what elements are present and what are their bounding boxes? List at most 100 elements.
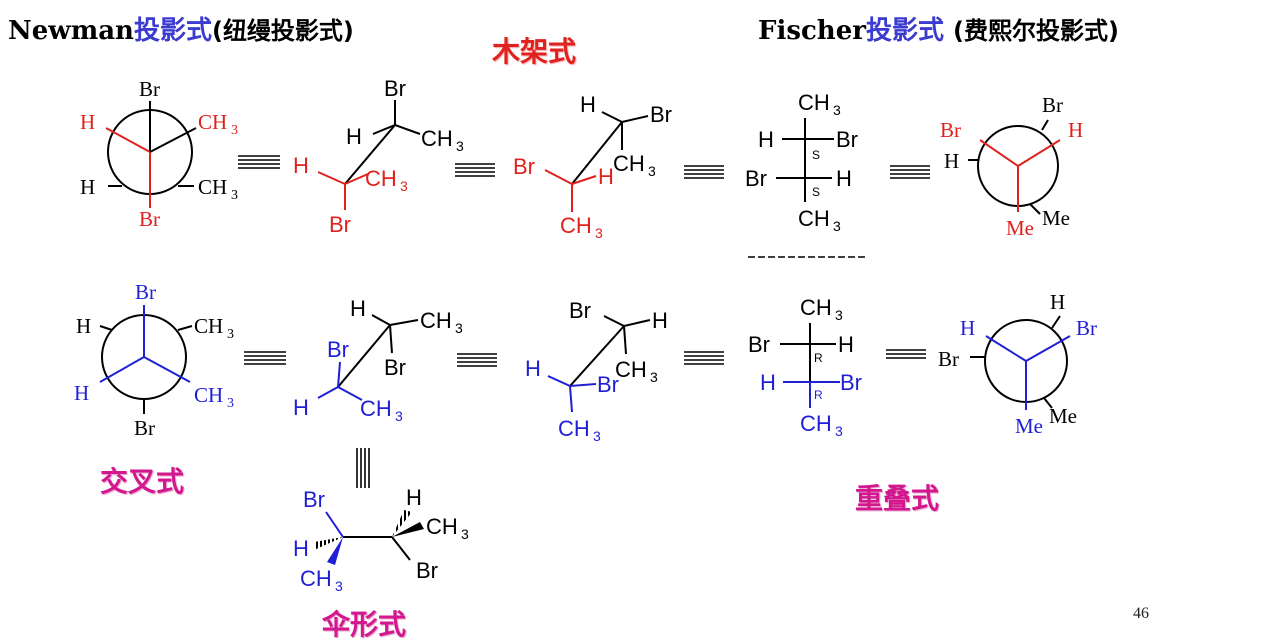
- atom-h: H: [350, 296, 366, 321]
- atom-me: Me: [1042, 206, 1070, 230]
- stereo-label: S: [812, 185, 820, 199]
- atom-h: H: [580, 92, 596, 117]
- atom-sub-3: 3: [650, 369, 658, 385]
- newman-heading-cjk: 投影式: [133, 16, 212, 46]
- atom-sub-3: 3: [455, 320, 463, 336]
- atom-h: H: [80, 175, 95, 199]
- atom-br: Br: [416, 558, 438, 583]
- stereo-label: S: [812, 148, 820, 162]
- atom-ch: CH: [798, 206, 830, 231]
- atom-ch: CH: [560, 213, 592, 238]
- fischer-projection-2: CH 3 Br H H Br CH 3 R R: [748, 295, 862, 439]
- atom-ch: CH: [420, 308, 452, 333]
- page-number: 46: [1133, 605, 1149, 622]
- stereo-label: R: [814, 388, 823, 402]
- atom-ch: CH: [194, 314, 223, 338]
- atom-br: Br: [135, 280, 156, 304]
- atom-h: H: [76, 314, 91, 338]
- atom-h: H: [760, 370, 776, 395]
- atom-br: Br: [139, 77, 160, 101]
- atom-br: Br: [748, 332, 770, 357]
- newman-heading: Newman投影式(纽缦投影式): [8, 10, 354, 47]
- atom-br: Br: [303, 487, 325, 512]
- equivalence-symbol: [684, 351, 724, 365]
- sawhorse-projection-2: H Br CH 3 Br H CH 3: [513, 92, 672, 241]
- newman-projection-3: Br H CH 3 H CH 3 Br: [74, 280, 234, 440]
- stereo-label: R: [814, 351, 823, 365]
- atom-br: Br: [513, 154, 535, 179]
- atom-ch: CH: [198, 110, 227, 134]
- sawhorse-projection-4: Br H CH 3 H Br CH 3: [525, 298, 668, 444]
- atom-br: Br: [384, 76, 406, 101]
- atom-ch: CH: [360, 396, 392, 421]
- atom-br: Br: [569, 298, 591, 323]
- staggered-label: 交叉式: [100, 465, 185, 498]
- equivalence-symbol: [455, 163, 495, 177]
- atom-sub-3: 3: [595, 225, 603, 241]
- newman-projection-2: Br Br H H Me Me: [940, 93, 1083, 240]
- atom-sub-3: 3: [335, 578, 343, 594]
- atom-sub-3: 3: [833, 218, 841, 234]
- fischer-heading-paren: (费熙尔投影式): [953, 17, 1119, 45]
- sawhorse-label: 木架式: [492, 35, 577, 68]
- atom-ch: CH: [426, 514, 458, 539]
- atom-br: Br: [840, 370, 862, 395]
- atom-sub-3: 3: [835, 423, 843, 439]
- atom-sub-3: 3: [456, 138, 464, 154]
- equivalence-symbol-vertical: [356, 448, 370, 488]
- atom-h: H: [836, 166, 852, 191]
- fischer-heading: Fischer投影式 (费熙尔投影式): [758, 10, 1119, 47]
- newman-heading-paren: (纽缦投影式): [211, 17, 354, 45]
- atom-h: H: [944, 149, 959, 173]
- atom-br: Br: [650, 102, 672, 127]
- atom-br: Br: [1076, 316, 1097, 340]
- atom-ch: CH: [365, 166, 397, 191]
- atom-sub-3: 3: [648, 163, 656, 179]
- atom-ch: CH: [798, 90, 830, 115]
- atom-h: H: [293, 395, 309, 420]
- atom-sub-3: 3: [227, 396, 234, 411]
- atom-sub-3: 3: [231, 123, 238, 138]
- atom-h: H: [758, 127, 774, 152]
- atom-h: H: [346, 124, 362, 149]
- atom-me: Me: [1006, 216, 1034, 240]
- newman-projection-4: H H Br Br Me Me: [938, 290, 1097, 438]
- equivalence-symbol: [886, 349, 926, 359]
- atom-br: Br: [940, 118, 961, 142]
- fischer-heading-latin: Fischer: [758, 16, 866, 46]
- newman-projection-1: Br H CH 3 H CH 3 Br: [80, 77, 238, 231]
- atom-h: H: [80, 110, 95, 134]
- atom-br: Br: [384, 355, 406, 380]
- atom-sub-3: 3: [227, 327, 234, 342]
- atom-br: Br: [597, 372, 619, 397]
- atom-sub-3: 3: [833, 102, 841, 118]
- sawhorse-projection-1: Br H CH 3 H CH 3 Br: [293, 76, 464, 237]
- atom-ch: CH: [194, 383, 223, 407]
- atom-br: Br: [938, 347, 959, 371]
- wedge-projection: Br H CH 3 H CH 3 Br: [293, 485, 469, 594]
- atom-ch: CH: [800, 295, 832, 320]
- atom-ch: CH: [300, 566, 332, 591]
- atom-br: Br: [329, 212, 351, 237]
- atom-h: H: [525, 356, 541, 381]
- atom-h: H: [598, 164, 614, 189]
- atom-br: Br: [836, 127, 858, 152]
- atom-h: H: [1050, 290, 1065, 314]
- equivalence-symbol: [238, 155, 280, 169]
- atom-h: H: [74, 381, 89, 405]
- atom-sub-3: 3: [835, 307, 843, 323]
- fischer-heading-cjk: 投影式: [865, 16, 944, 46]
- atom-ch: CH: [615, 357, 647, 382]
- atom-ch: CH: [613, 151, 645, 176]
- atom-h: H: [838, 332, 854, 357]
- atom-ch: CH: [800, 411, 832, 436]
- atom-ch: CH: [198, 175, 227, 199]
- atom-ch: CH: [558, 416, 590, 441]
- equivalence-symbol: [684, 165, 724, 179]
- atom-h: H: [1068, 118, 1083, 142]
- atom-sub-3: 3: [395, 408, 403, 424]
- atom-br: Br: [134, 416, 155, 440]
- equivalence-symbol: [457, 353, 497, 367]
- atom-sub-3: 3: [400, 178, 408, 194]
